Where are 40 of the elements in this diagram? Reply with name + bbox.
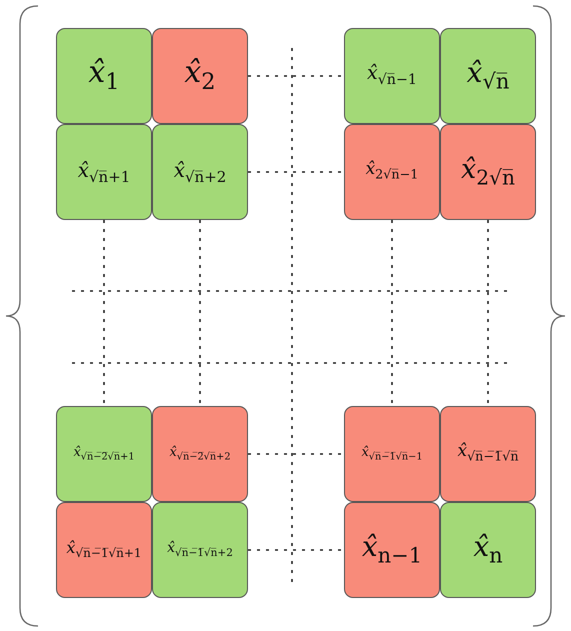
math-label: x̂$_{√n̅+2}$ [174, 160, 226, 184]
dotted-connector [199, 220, 201, 406]
math-label: x̂$_{2√n̅−1}$ [366, 161, 418, 183]
math-label: x̂$_{√n̅+1}$ [78, 160, 130, 184]
matrix-cell [344, 502, 440, 598]
dotted-connector [103, 220, 105, 406]
dotted-connector [248, 549, 344, 551]
dotted-connector [248, 171, 344, 173]
matrix-cell [56, 502, 152, 598]
matrix-cell [440, 406, 536, 502]
dotted-connector [248, 453, 344, 455]
math-label: x̂$_{n}$ [473, 533, 503, 567]
math-label: x̂$_{n−1}$ [362, 533, 422, 567]
math-label: x̂$_{√n̅−̅2̅√n̅+1}$ [73, 446, 135, 462]
math-label: x̂$_{2}$ [184, 58, 216, 94]
matrix-cell [344, 406, 440, 502]
matrix-cell [152, 28, 248, 124]
matrix-cell [440, 28, 536, 124]
matrix-cell [440, 124, 536, 220]
dotted-connector [487, 220, 489, 406]
math-label: x̂$_{2√n̅}$ [460, 156, 516, 188]
matrix-cell [152, 502, 248, 598]
matrix-cell [344, 28, 440, 124]
math-label: x̂$_{√n̅−̅1̅√n̅}$ [457, 443, 519, 465]
math-label: x̂$_{√n̅−̅1̅√n̅−1}$ [361, 446, 423, 462]
math-label: x̂$_{√n̅−1}$ [367, 64, 417, 88]
math-label: x̂$_{√n̅−̅1̅√n̅+1}$ [66, 540, 142, 560]
matrix-cell [344, 124, 440, 220]
matrix-cell [56, 124, 152, 220]
matrix-cell [56, 406, 152, 502]
matrix-cell [152, 124, 248, 220]
math-label: x̂$_{√n̅}$ [466, 59, 510, 93]
math-label: x̂$_{1}$ [88, 58, 120, 94]
matrix-cell [56, 28, 152, 124]
matrix-cell [440, 502, 536, 598]
dotted-connector [391, 220, 393, 406]
matrix-cell [152, 406, 248, 502]
math-label: x̂$_{√n̅−̅2̅√n̅+2}$ [169, 446, 231, 462]
math-label: x̂$_{√n̅−̅1̅√n̅+2}$ [167, 541, 233, 559]
dotted-connector [248, 75, 344, 77]
